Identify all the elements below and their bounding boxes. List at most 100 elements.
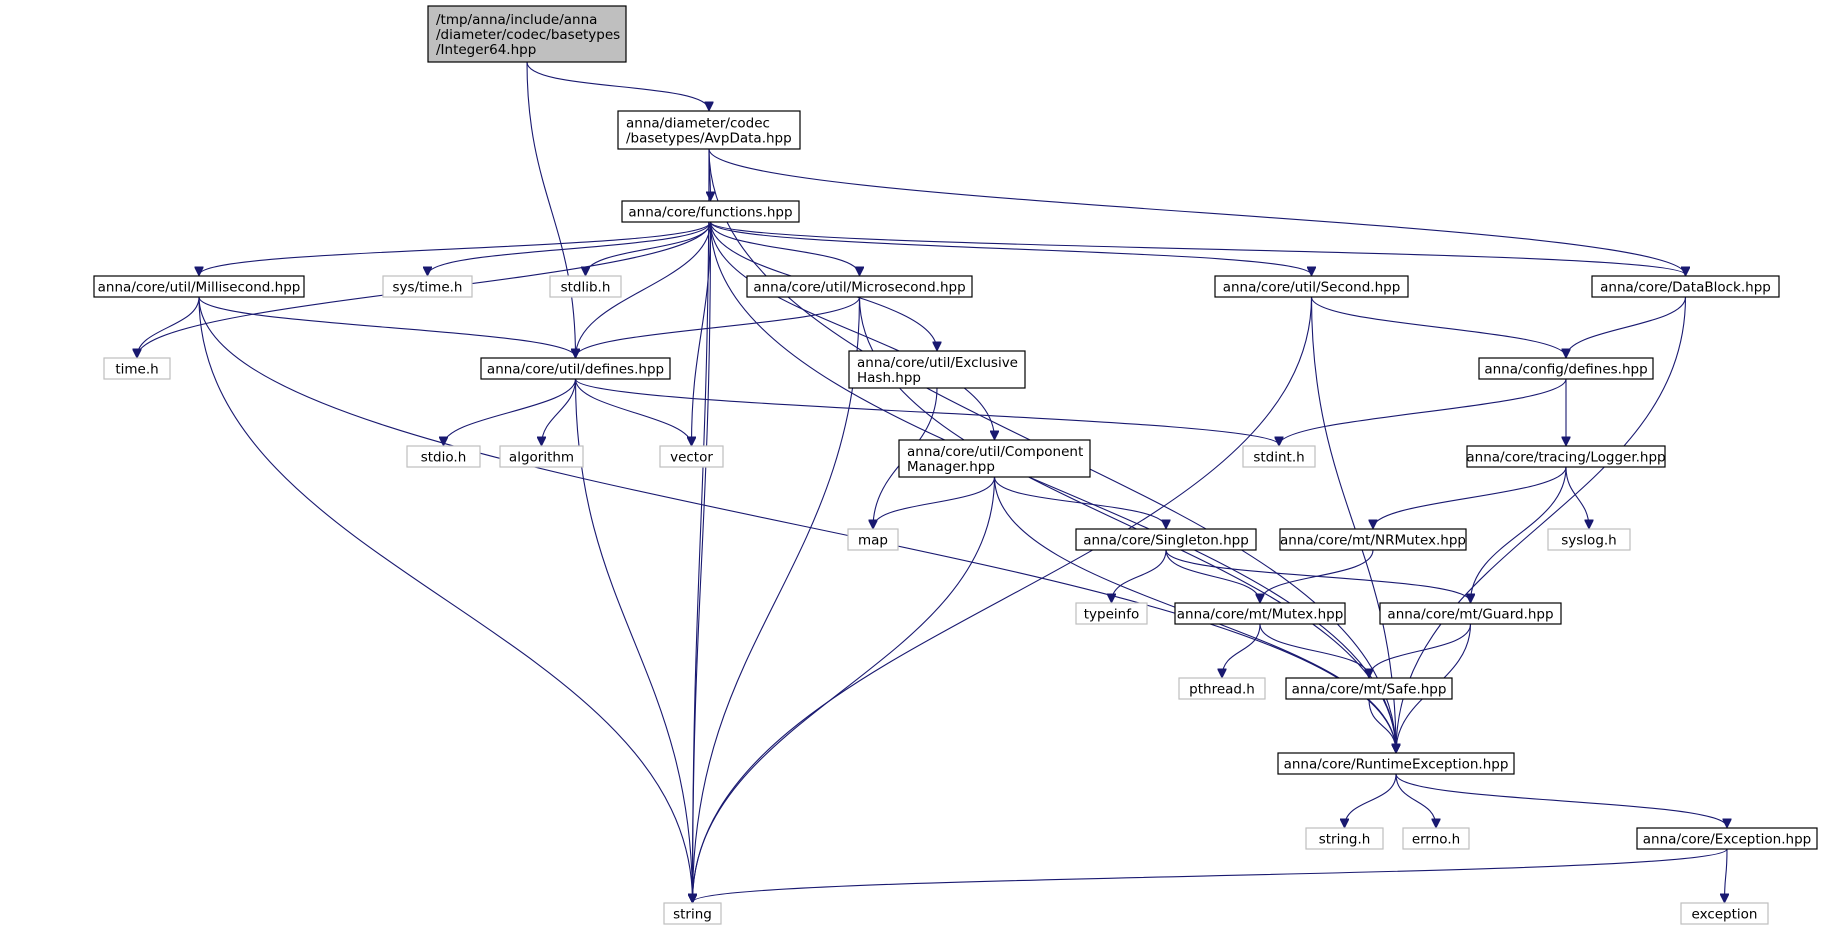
node-functions[interactable]: anna/core/functions.hpp	[621, 200, 800, 223]
node-label: anna/core/RuntimeException.hpp	[1284, 757, 1509, 773]
node-box	[103, 357, 171, 380]
node-microsecond[interactable]: anna/core/util/Microsecond.hpp	[746, 275, 973, 298]
edge-singleton-to-typeinfo	[1112, 549, 1167, 602]
node-second[interactable]: anna/core/util/Second.hpp	[1214, 275, 1409, 298]
node-avpdata[interactable]: anna/diameter/codec/basetypes/AvpData.hp…	[617, 110, 801, 150]
edge-mutex-to-pthread	[1222, 623, 1261, 677]
edge-runtimeexception-to-errno	[1395, 773, 1436, 827]
node-label: anna/core/util/Exclusive	[857, 355, 1018, 371]
node-box	[1591, 275, 1780, 298]
edge-functions-to-stdlib	[586, 221, 712, 275]
edge-functions-to-utildefines	[576, 221, 712, 357]
edge-utildefines-to-string	[574, 378, 693, 902]
node-map: map	[847, 528, 899, 551]
edge-millisecond-to-string	[198, 296, 693, 902]
node-label: anna/core/functions.hpp	[628, 205, 792, 221]
edge-functions-to-second	[709, 221, 1312, 275]
node-runtimeexception[interactable]: anna/core/RuntimeException.hpp	[1277, 752, 1515, 775]
node-stdio: stdio.h	[406, 445, 481, 468]
node-label: time.h	[115, 362, 158, 378]
edge-utildefines-to-vector	[574, 378, 692, 445]
node-label: stdio.h	[421, 450, 467, 466]
edge-avpdata-to-datablock	[708, 148, 1686, 275]
node-box	[848, 350, 1026, 389]
node-label: anna/core/mt/Guard.hpp	[1387, 607, 1553, 623]
node-box	[480, 357, 671, 380]
node-box	[617, 110, 801, 150]
node-systime: sys/time.h	[382, 275, 473, 298]
node-box	[499, 445, 584, 468]
edge-microsecond-to-utildefines	[576, 296, 861, 357]
node-configdefines[interactable]: anna/config/defines.hpp	[1478, 357, 1654, 380]
edge-datablock-to-configdefines	[1566, 296, 1687, 357]
edge-functions-to-runtimeexception	[709, 221, 1397, 752]
node-timeh: time.h	[103, 357, 171, 380]
node-label: algorithm	[509, 450, 574, 466]
nodes: /tmp/anna/include/anna/diameter/codec/ba…	[93, 5, 1818, 925]
node-label: anna/core/mt/NRMutex.hpp	[1280, 533, 1466, 549]
edge-configdefines-to-stdint	[1279, 378, 1567, 445]
edge-functions-to-microsecond	[709, 221, 860, 275]
edge-functions-to-componentmanager	[709, 221, 995, 439]
node-box	[1242, 445, 1316, 468]
node-singleton[interactable]: anna/core/Singleton.hpp	[1075, 528, 1257, 551]
node-datablock[interactable]: anna/core/DataBlock.hpp	[1591, 275, 1780, 298]
node-typeinfo: typeinfo	[1075, 602, 1148, 625]
node-integer64[interactable]: /tmp/anna/include/anna/diameter/codec/ba…	[427, 5, 627, 63]
node-label: anna/core/DataBlock.hpp	[1600, 280, 1771, 296]
edge-second-to-string	[693, 296, 1313, 902]
edge-logger-to-syslog	[1565, 466, 1589, 528]
node-label: anna/core/Singleton.hpp	[1083, 533, 1249, 549]
node-box	[382, 275, 473, 298]
node-mutex[interactable]: anna/core/mt/Mutex.hpp	[1174, 602, 1346, 625]
node-label: errno.h	[1412, 832, 1460, 848]
node-box	[406, 445, 481, 468]
node-box	[93, 275, 305, 298]
edge-millisecond-to-timeh	[137, 296, 200, 357]
node-vector: vector	[659, 445, 724, 468]
node-millisecond[interactable]: anna/core/util/Millisecond.hpp	[93, 275, 305, 298]
edge-logger-to-guard	[1471, 466, 1567, 602]
node-errno: errno.h	[1402, 827, 1470, 850]
node-box	[1379, 602, 1562, 625]
node-box	[549, 275, 622, 298]
node-syslog: syslog.h	[1547, 528, 1631, 551]
node-box	[1547, 528, 1631, 551]
edge-millisecond-to-runtimeexception	[198, 296, 1396, 752]
node-logger[interactable]: anna/core/tracing/Logger.hpp	[1466, 445, 1666, 468]
node-label: pthread.h	[1189, 682, 1255, 698]
node-box	[746, 275, 973, 298]
node-safe[interactable]: anna/core/mt/Safe.hpp	[1285, 677, 1453, 700]
node-label: string	[673, 907, 712, 923]
node-label: /basetypes/AvpData.hpp	[626, 131, 792, 147]
edge-logger-to-nrmutex	[1373, 466, 1567, 528]
node-label: /tmp/anna/include/anna	[436, 12, 597, 28]
node-label: anna/core/Exception.hpp	[1643, 832, 1811, 848]
edge-runtimeexception-to-stringh	[1345, 773, 1397, 827]
node-exception-hpp[interactable]: anna/core/Exception.hpp	[1636, 827, 1818, 850]
node-utildefines[interactable]: anna/core/util/defines.hpp	[480, 357, 671, 380]
node-label: exception	[1692, 907, 1758, 923]
node-guard[interactable]: anna/core/mt/Guard.hpp	[1379, 602, 1562, 625]
edge-utildefines-to-stdint	[574, 378, 1280, 445]
edge-exception_hpp-to-exception	[1725, 848, 1728, 902]
node-box	[1466, 445, 1666, 468]
node-label: /Integer64.hpp	[436, 42, 536, 58]
node-label: typeinfo	[1084, 607, 1139, 623]
node-box	[1680, 902, 1769, 925]
node-stdlib: stdlib.h	[549, 275, 622, 298]
edge-utildefines-to-algorithm	[542, 378, 577, 445]
node-label: anna/core/util/Component	[907, 444, 1083, 460]
node-box	[663, 902, 722, 925]
node-nrmutex[interactable]: anna/core/mt/NRMutex.hpp	[1279, 528, 1467, 551]
edge-datablock-to-runtimeexception	[1396, 296, 1687, 752]
edge-componentmanager-to-string	[693, 476, 996, 902]
edge-second-to-configdefines	[1310, 296, 1567, 357]
edge-microsecond-to-string	[693, 296, 861, 902]
node-label: /diameter/codec/basetypes	[436, 27, 620, 43]
edge-second-to-runtimeexception	[1310, 296, 1397, 752]
node-label: anna/core/util/Millisecond.hpp	[98, 280, 301, 296]
edge-singleton-to-mutex	[1165, 549, 1260, 602]
